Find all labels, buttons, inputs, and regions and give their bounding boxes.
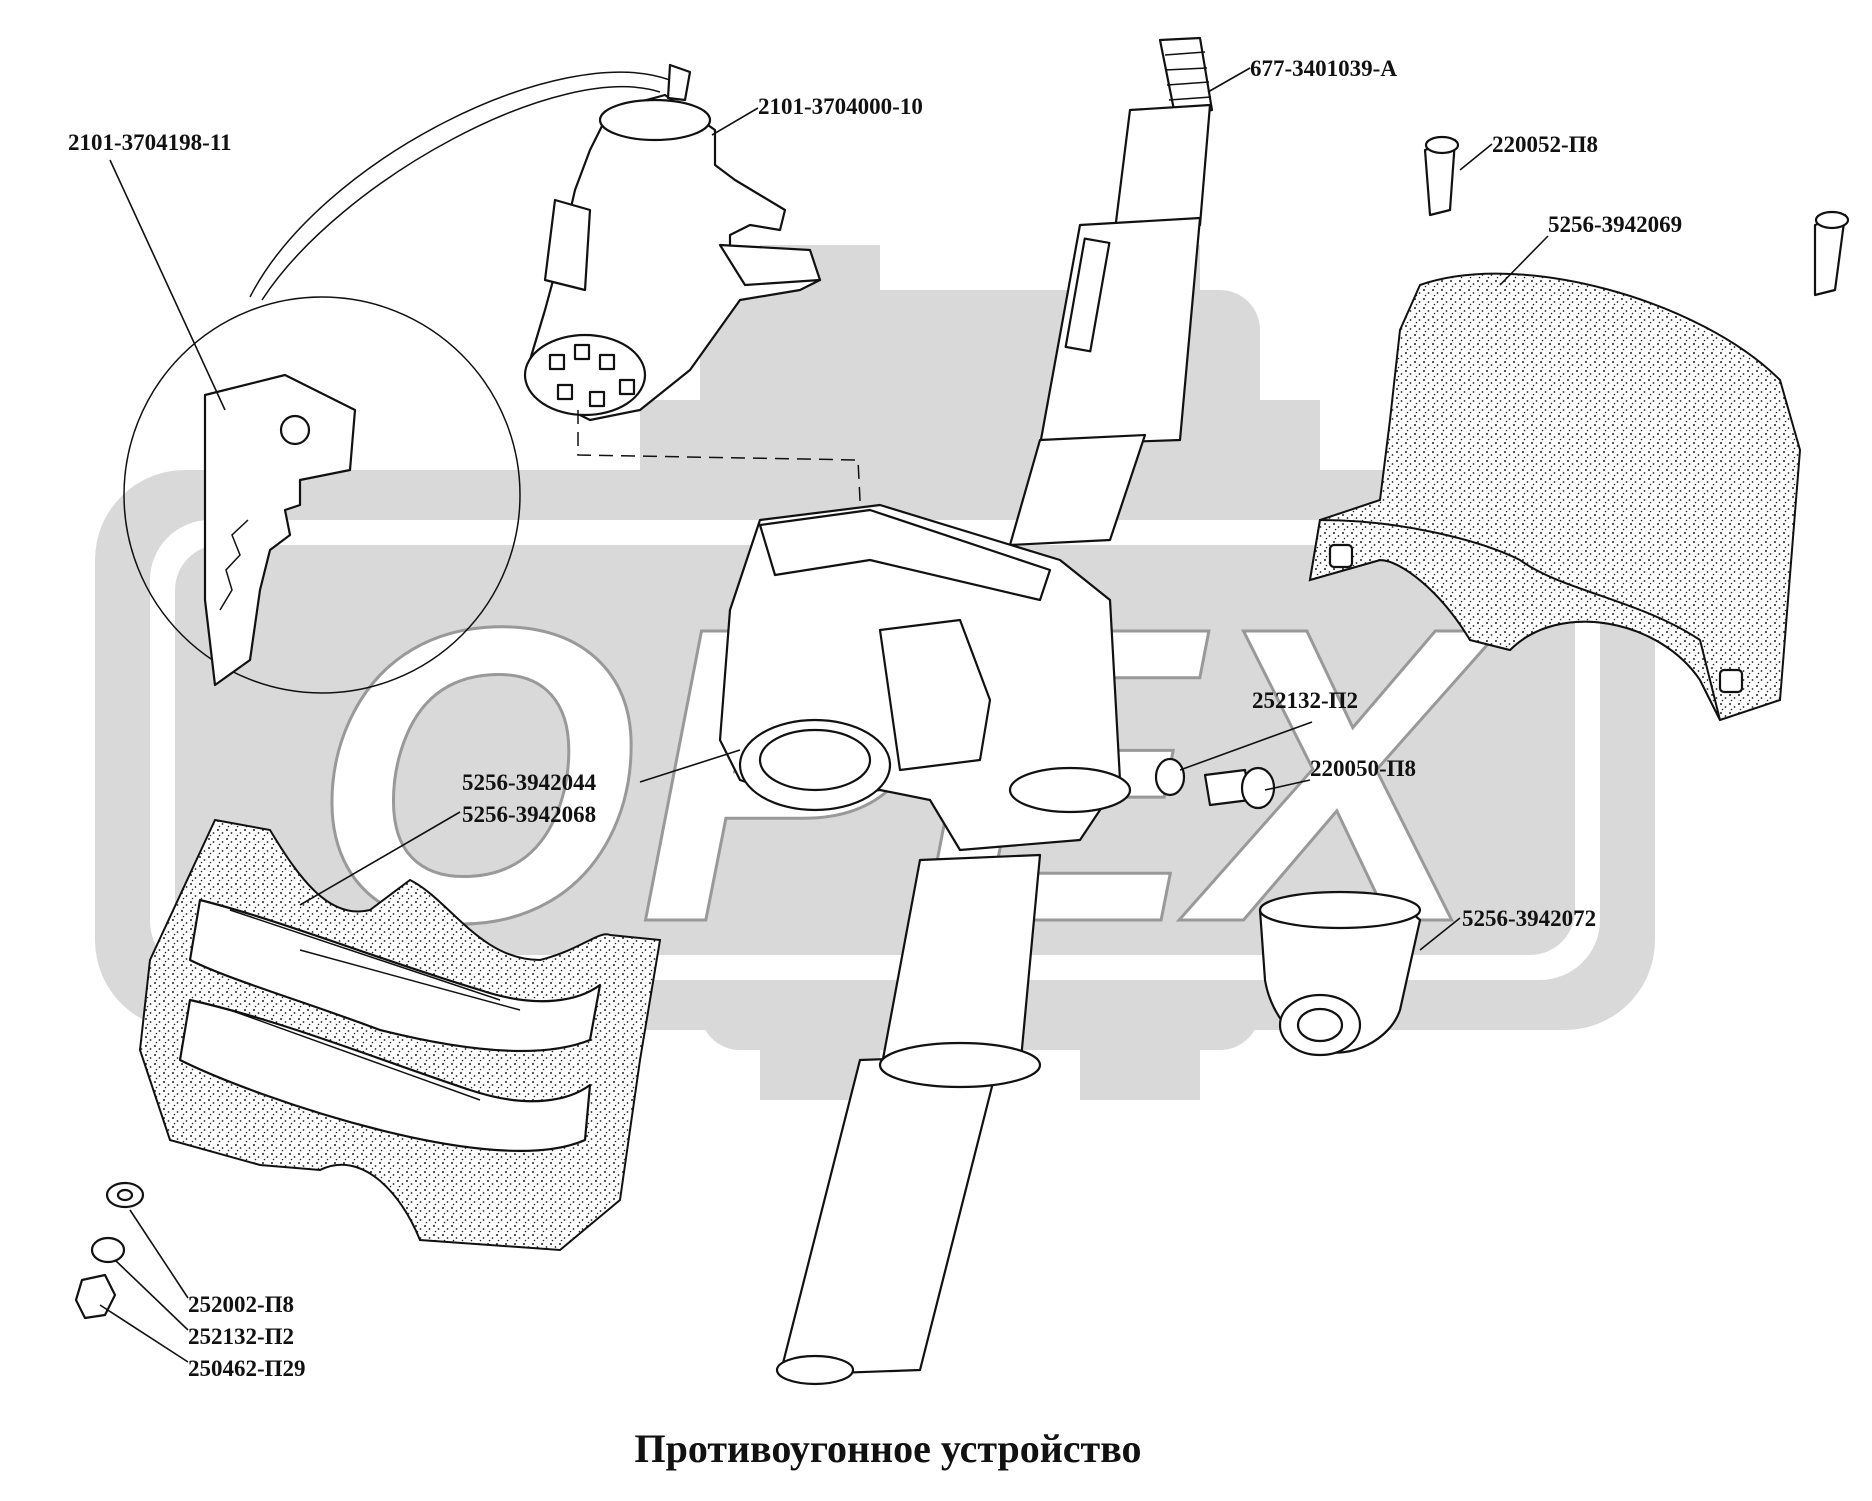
label-5256-3942068: 5256-3942068 (462, 802, 596, 827)
label-2101-3704000-10: 2101-3704000-10 (758, 94, 923, 119)
nut-250462 (74, 1273, 117, 1320)
label-250462-p29: 250462-П29 (188, 1356, 306, 1381)
spring-washer-252132-lower (90, 1236, 126, 1264)
screw-220052-upper (1423, 135, 1460, 217)
diagram-title: Противоугонное устройство (634, 1426, 1141, 1471)
label-220052-p8: 220052-П8 (1492, 132, 1598, 157)
leader-lines (99, 67, 1549, 1363)
label-252132-p2-lower: 252132-П2 (188, 1324, 294, 1349)
part-labels: 677-3401039-А 2101-3704000-10 2101-37041… (68, 56, 1682, 1381)
label-2101-3704198-11: 2101-3704198-11 (68, 130, 232, 155)
label-5256-3942044: 5256-3942044 (462, 770, 597, 795)
cap (1258, 890, 1422, 1057)
label-677-3401039-a: 677-3401039-А (1250, 56, 1397, 81)
steering-shaft (775, 36, 1214, 1386)
lower-cover (138, 818, 662, 1252)
switch-terminals (548, 343, 636, 408)
lock-housing (718, 503, 1132, 852)
flat-washer-252002 (105, 1181, 145, 1209)
label-252132-p2-upper: 252132-П2 (1252, 688, 1358, 713)
screw-220052-right (1813, 210, 1850, 297)
label-252002-p8: 252002-П8 (188, 1292, 294, 1317)
label-220050-p8: 220050-П8 (1310, 756, 1416, 781)
key-inset (123, 71, 671, 694)
upper-cover (1308, 272, 1802, 722)
key-icon (203, 373, 357, 687)
label-5256-3942072: 5256-3942072 (1462, 906, 1596, 931)
screw-220050 (1203, 766, 1276, 810)
ignition-switch (523, 63, 863, 541)
label-5256-3942069: 5256-3942069 (1548, 212, 1682, 237)
spring-washer-252132 (1154, 757, 1186, 797)
